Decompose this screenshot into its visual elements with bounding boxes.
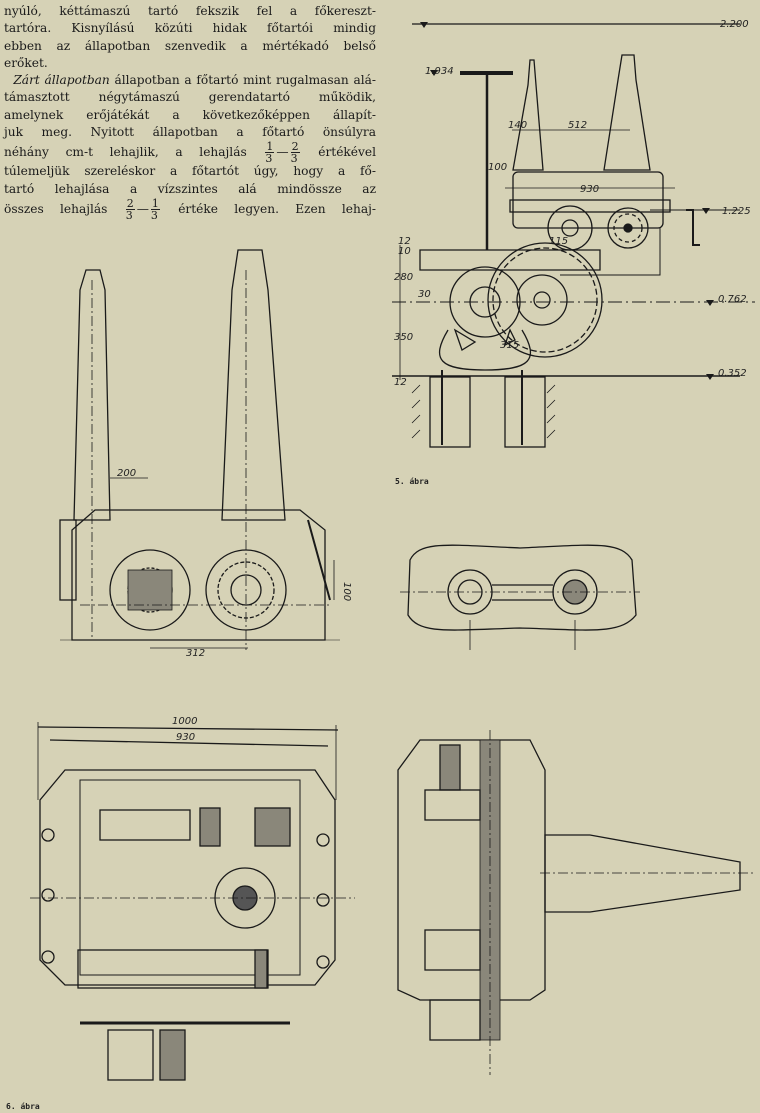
figure-6-caption: 6. ábra <box>6 1102 40 1111</box>
svg-text:140: 140 <box>508 120 527 131</box>
text-fragment: összes lehajlás <box>4 201 108 216</box>
dash: — <box>136 201 149 216</box>
italic-term: állapotban <box>44 73 110 88</box>
text-line: támasztott négytámaszú gerendatartó műkö… <box>4 90 376 105</box>
text-line: juk meg. Nyitott állapotban a főtartó ön… <box>4 125 376 140</box>
figure-plan-section <box>400 544 640 650</box>
text-line: Zárt állapotban állapotban a főtartó min… <box>4 72 376 89</box>
figure-6-labels: 1000 930 6. ábra <box>6 716 197 1111</box>
svg-text:1000: 1000 <box>172 716 197 727</box>
svg-text:30: 30 <box>418 289 431 300</box>
text-line: nyúló, kéttámaszú tartó fekszik fel a fő… <box>4 4 376 18</box>
svg-text:312: 312 <box>186 648 205 659</box>
svg-text:930: 930 <box>580 184 599 195</box>
text-line: erőket. <box>4 55 48 70</box>
svg-text:100: 100 <box>341 582 352 601</box>
text-line: tartóra. Kisnyílású közúti hidak főtartó… <box>4 21 376 36</box>
figure-side-section <box>397 730 755 1075</box>
figure-5-caption: 5. ábra <box>395 477 429 486</box>
svg-text:512: 512 <box>568 120 587 131</box>
svg-text:0.352: 0.352 <box>718 368 747 379</box>
svg-text:0.762: 0.762 <box>718 294 747 305</box>
svg-text:115: 115 <box>549 236 568 247</box>
svg-text:315: 315 <box>500 340 519 351</box>
text-fragment: értéke legyen. Ezen lehaj- <box>178 201 376 216</box>
text-line: túlemeljük szereléskor a főtartót úgy, h… <box>4 164 376 179</box>
svg-text:1.225: 1.225 <box>722 206 751 217</box>
text-fragment: értékével <box>318 145 377 160</box>
svg-text:12: 12 <box>394 377 407 388</box>
figure-6-plan <box>30 722 355 1081</box>
italic-term: Zárt <box>13 73 40 88</box>
svg-text:930: 930 <box>176 732 195 743</box>
svg-text:1.934: 1.934 <box>425 66 454 77</box>
svg-text:12: 12 <box>398 236 411 247</box>
text-fragment: néhány cm-t lehajlik, a lehajlás <box>4 145 247 160</box>
figure-5-labels: 2.200 1.934 1.225 0.762 0.352 140 512 10… <box>394 19 751 486</box>
svg-text:100: 100 <box>488 162 507 173</box>
svg-text:2.200: 2.200 <box>720 19 749 30</box>
figure-5-side-elevation <box>392 22 755 448</box>
svg-text:280: 280 <box>394 272 413 283</box>
text-fragment: állapotban a főtartó mint rugalmasan alá… <box>114 73 377 88</box>
dash: — <box>276 145 289 160</box>
text-line: ebben az állapotban szenvedik a mértékad… <box>4 38 376 53</box>
figure-front-section <box>59 249 340 650</box>
svg-text:10: 10 <box>398 246 411 257</box>
body-text: nyúló, kéttámaszú tartó fekszik fel a fő… <box>4 3 377 222</box>
text-line: tartó lehajlása a vízszintes alá mindöss… <box>4 181 376 196</box>
figure-front-labels: 200 100 312 <box>117 468 352 659</box>
svg-text:200: 200 <box>117 468 136 479</box>
svg-text:350: 350 <box>394 332 413 343</box>
text-line: amelynek erőjátékát a következőképpen ál… <box>4 107 376 122</box>
